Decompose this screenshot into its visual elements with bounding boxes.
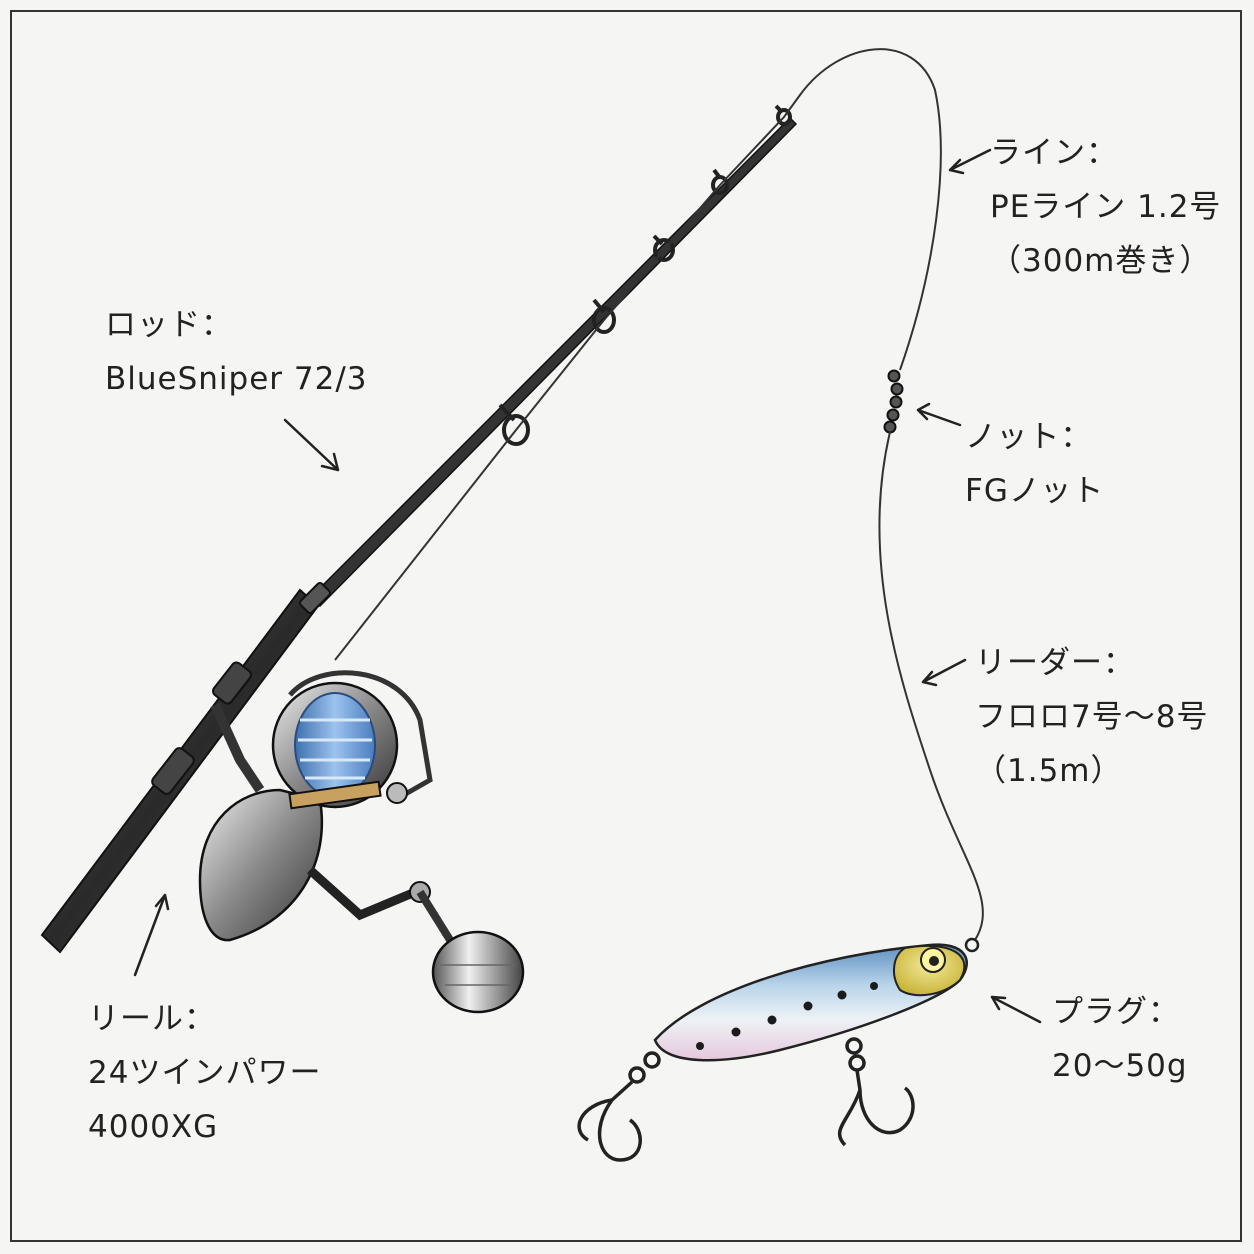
- plug-label-value: 20～50g: [1052, 1048, 1188, 1084]
- leader-label-title: リーダー：: [975, 645, 1135, 681]
- knot-label-value: FGノット: [965, 473, 1105, 509]
- reel-label-value: 24ツインパワー: [88, 1055, 322, 1091]
- line-label-title: ライン：: [990, 135, 1118, 171]
- rod-label: ロッド： BlueSniper 72/3: [105, 298, 368, 406]
- reel-label: リール： 24ツインパワー 4000XG: [88, 992, 321, 1154]
- spinning-reel-icon: [198, 670, 525, 1014]
- leader-label-value: フロロ7号～8号: [975, 699, 1209, 735]
- knot-label-title: ノット：: [965, 419, 1093, 455]
- leader-line: [878, 431, 984, 941]
- line-label: ライン： PEライン 1.2号 （300m巻き）: [990, 126, 1221, 288]
- knot-label: ノット： FGノット: [965, 410, 1104, 518]
- leader-label: リーダー： フロロ7号～8号 （1.5m）: [975, 636, 1208, 798]
- leader-label-note: （1.5m）: [975, 753, 1123, 789]
- fishing-line-icon: [334, 48, 942, 661]
- plug-label: プラグ： 20～50g: [1052, 985, 1188, 1093]
- rod-label-title: ロッド：: [105, 307, 233, 343]
- reel-label-note: 4000XG: [88, 1109, 219, 1145]
- rod-label-value: BlueSniper 72/3: [105, 361, 368, 397]
- plug-lure-icon: [653, 937, 980, 1062]
- treble-hook-icon: [577, 1037, 915, 1162]
- arrow-icon: [133, 148, 1042, 1024]
- fg-knot-icon: [883, 369, 904, 434]
- illustration-frame: [10, 10, 1242, 1242]
- line-label-value: PEライン 1.2号: [990, 189, 1222, 225]
- reel-label-title: リール：: [88, 1001, 216, 1037]
- plug-label-title: プラグ：: [1052, 994, 1180, 1030]
- line-label-note: （300m巻き）: [990, 243, 1212, 279]
- fishing-rod-icon: [40, 104, 798, 954]
